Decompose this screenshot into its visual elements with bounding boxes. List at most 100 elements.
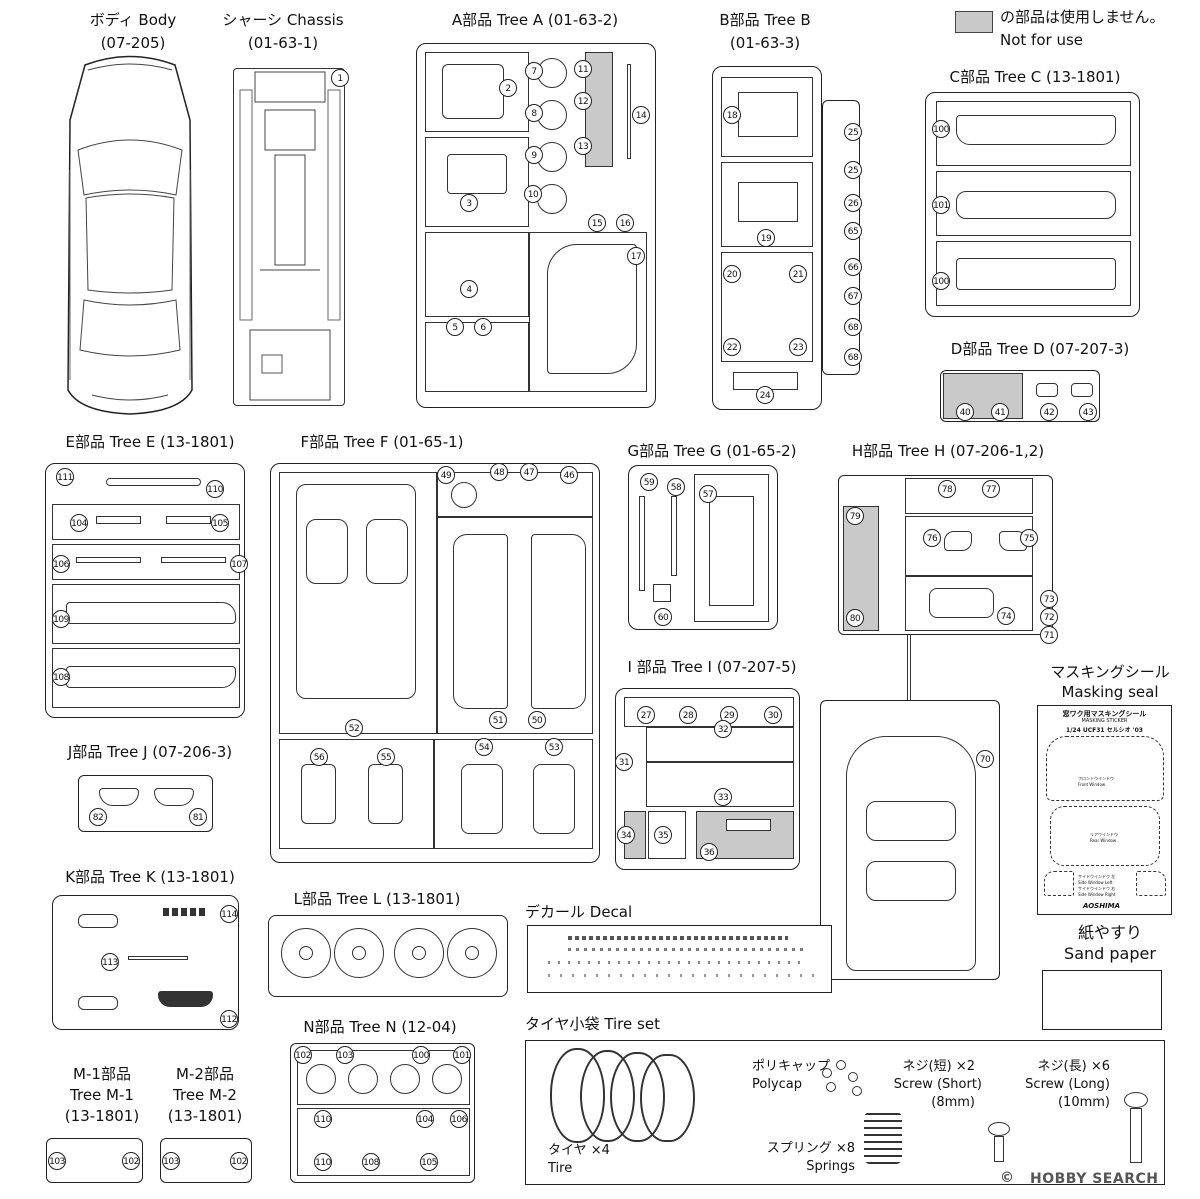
- watermark-symbol: ©: [1000, 1170, 1014, 1186]
- screw-long-label-jp: ネジ(長) ×6: [1037, 1059, 1110, 1074]
- tree-m1-line1: M-1部品: [73, 1065, 131, 1083]
- part-number: 66: [844, 258, 862, 276]
- body-code: (07-205): [100, 34, 166, 52]
- part-number: 102: [294, 1046, 312, 1064]
- tire-label-jp: タイヤ ×4: [548, 1143, 610, 1158]
- masking-jp: マスキングシール: [1050, 663, 1170, 681]
- chassis-code: (01-63-1): [247, 34, 319, 52]
- tree-f-steering-wheel: [451, 482, 477, 508]
- part-number: 100: [932, 120, 950, 138]
- tree-i-label: I 部品 Tree I (07-207-5): [627, 658, 797, 676]
- tree-j-light: [99, 788, 139, 806]
- part-number: 107: [230, 555, 248, 573]
- part-number: 68: [844, 318, 862, 336]
- screw-short-label-en: Screw (Short): [893, 1077, 982, 1092]
- part-number: 28: [679, 706, 697, 724]
- tree-e-side-skirt: [66, 666, 236, 688]
- part-number: 52: [345, 719, 363, 737]
- tree-a-suspension: [447, 154, 507, 194]
- wheel-hub: [412, 946, 426, 960]
- wheel: [394, 928, 444, 978]
- part-number: 106: [450, 1110, 468, 1128]
- part-number: 59: [640, 473, 658, 491]
- wheel-face: [306, 1064, 336, 1094]
- part-number: 111: [56, 468, 74, 486]
- part-number: 14: [632, 106, 650, 124]
- rear-window-label-en: Rear Window: [1090, 838, 1117, 843]
- tree-m2-line3: (13-1801): [167, 1107, 243, 1125]
- tire-set-label: タイヤ小袋 Tire set: [525, 1015, 660, 1033]
- part-number: 81: [189, 808, 207, 826]
- part-number: 31: [615, 753, 633, 771]
- tree-k-label: K部品 Tree K (13-1801): [65, 868, 235, 886]
- part-number: 34: [617, 826, 635, 844]
- tree-h-connector: [907, 635, 911, 700]
- tree-f-door-panel: [453, 534, 508, 709]
- tree-a-undertray: [547, 244, 637, 374]
- tree-a-cell: [425, 137, 529, 227]
- sandpaper-sheet: [1042, 970, 1162, 1030]
- part-number: 58: [667, 478, 685, 496]
- part-number: 40: [956, 403, 974, 421]
- tree-d-unused-cell: [943, 373, 1023, 419]
- tire: [580, 1050, 635, 1142]
- part-number: 106: [52, 555, 70, 573]
- part-number: 75: [1020, 529, 1038, 547]
- part-number: 56: [310, 748, 328, 766]
- tree-f-seat: [366, 519, 408, 584]
- sandpaper-en: Sand paper: [1064, 944, 1156, 963]
- tree-n-label: N部品 Tree N (12-04): [303, 1018, 457, 1036]
- part-number: 70: [976, 750, 994, 768]
- tree-h-glass-detail: [866, 861, 956, 901]
- decal-label: デカール Decal: [525, 903, 633, 921]
- tree-m2-line2: Tree M-2: [173, 1086, 237, 1104]
- polycap-label-jp: ポリキャップ: [752, 1059, 831, 1074]
- part-number: 24: [756, 386, 774, 404]
- tree-b-cell: [721, 77, 813, 157]
- part-number: 68: [844, 348, 862, 366]
- front-window-label-en: Front Window: [1078, 782, 1106, 787]
- tree-f-cell: [437, 517, 593, 734]
- part-number: 22: [723, 338, 741, 356]
- part-number: 78: [938, 480, 956, 498]
- tree-c-frame: [925, 92, 1140, 317]
- part-number: 9: [525, 146, 543, 164]
- screw-short-label-jp: ネジ(短) ×2: [902, 1059, 975, 1074]
- polycap: [848, 1072, 858, 1082]
- tree-b-bracket: [738, 182, 798, 222]
- side-window-mask: [1136, 871, 1166, 896]
- tree-l-frame: [268, 915, 508, 997]
- sticker-sub: MASKING STICKER: [1081, 718, 1128, 724]
- part-number: 105: [211, 514, 229, 532]
- part-number: 49: [437, 466, 455, 484]
- tire: [640, 1054, 695, 1142]
- tree-m1-line2: Tree M-1: [70, 1086, 134, 1104]
- tree-h-label: H部品 Tree H (07-206-1,2): [851, 442, 1045, 460]
- brake-disc: [537, 184, 567, 214]
- screw-long-head: [1124, 1092, 1148, 1108]
- wheel-face: [390, 1064, 420, 1094]
- decal-sheet: [527, 925, 832, 993]
- tree-e-trim: [106, 478, 201, 486]
- tree-k-muffler: [78, 996, 118, 1010]
- wheel: [334, 928, 384, 978]
- tree-b-code: (01-63-3): [729, 34, 801, 52]
- part-number: 2: [499, 79, 517, 97]
- part-number: 27: [637, 706, 655, 724]
- tree-d-mirror: [1036, 383, 1058, 397]
- tree-k-tips: [163, 908, 208, 916]
- tree-i-cell: [648, 811, 686, 859]
- tree-g-box: [653, 584, 671, 602]
- part-number: 19: [757, 229, 775, 247]
- tree-a-cell: [529, 232, 647, 392]
- tree-n-cell: [297, 1108, 470, 1176]
- part-number: 60: [654, 608, 672, 626]
- part-number: 1: [331, 69, 349, 87]
- part-number: 57: [699, 485, 717, 503]
- part-number: 110: [314, 1153, 332, 1171]
- side-left-label-en: Side Window Left: [1078, 880, 1113, 885]
- tree-g-trim: [671, 496, 677, 576]
- wheel-hub: [465, 946, 479, 960]
- body-label: ボディ Body: [89, 11, 177, 29]
- part-number: 13: [574, 137, 592, 155]
